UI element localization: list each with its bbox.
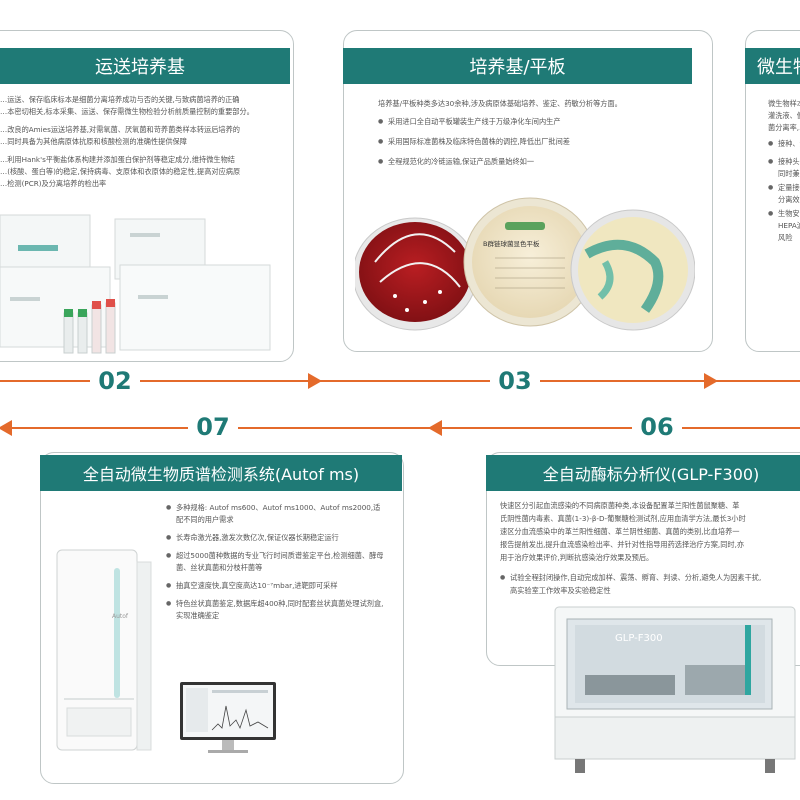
microbe-bullet: 定量接种…	[768, 182, 800, 194]
microbe-bullet: 生物安…	[768, 208, 800, 220]
microbe-title: 微生物	[745, 48, 800, 84]
autof-ms-device-brand: Autof	[112, 613, 129, 620]
transport-media-title: 运送培养基	[0, 48, 290, 84]
microbe-bullet: 接种、划…	[768, 138, 800, 150]
autof-ms-bullet: 特色丝状真菌鉴定,数据库超400种,同时配套丝状真菌处理试剂盒,实现准确鉴定	[166, 598, 384, 622]
flow-arrow-right-icon	[308, 373, 322, 389]
step-03: 03	[490, 363, 540, 399]
step-06: 06	[632, 409, 682, 445]
glp-f300-device-label: GLP-F300	[615, 633, 663, 644]
culture-media-bullet: 全程规范化的冷链运输,保证产品质量始终如一	[378, 156, 708, 168]
flow-arrow-left-icon	[428, 420, 442, 436]
transport-media-product-image	[0, 214, 271, 354]
glp-f300-text: 氏阴性菌内毒素、真菌(1-3)-β-D-葡聚糖检测试剂,应用血清学方法,最长3小…	[500, 514, 746, 523]
glp-f300-text: 快速区分引起血流感染的不同病原菌种类,本设备配置革兰阳性菌鼠聚糖、革	[500, 501, 740, 510]
glp-f300-text: 用于治疗效果评价,判断抗感染治疗效果及预后。	[500, 553, 654, 562]
culture-media-title: 培养基/平板	[343, 48, 692, 84]
autof-ms-bullet: 超过5000菌种数据的专业飞行时间质谱鉴定平台,检测细菌、酵母菌、丝状真菌和分枝…	[166, 550, 384, 574]
microbe-text: 分离效…	[778, 195, 800, 204]
autof-ms-title: 全自动微生物质谱检测系统(Autof ms)	[40, 455, 402, 491]
flow-arrow-right-icon	[704, 373, 718, 389]
microbe-text: 风险	[778, 233, 793, 242]
glp-f300-device-image: GLP-F300	[554, 606, 796, 773]
petri-dishes-image: B群链球菌显色平板	[355, 197, 695, 331]
autof-ms-monitor-image	[180, 682, 276, 753]
autof-ms-bullet: 长寿命激光器,激发次数亿次,保证仪器长期稳定运行	[166, 532, 384, 544]
glp-f300-bullet: 试验全程封闭操作,自动完成加样、震荡、孵育、判读、分析,避免人为因素干扰,	[500, 572, 800, 584]
autof-ms-device-image: Autof	[56, 549, 152, 751]
step-07: 07	[188, 409, 238, 445]
microbe-text: 微生物样本…	[768, 99, 800, 108]
microbe-text: 菌分离率,…	[768, 123, 800, 132]
microbe-text: HEPA滤…	[778, 221, 800, 230]
culture-media-bullet: 采用国际标准菌株及临床特色菌株的调控,降低出厂批间差	[378, 136, 708, 148]
culture-media-intro: 培养基/平板种类多达30余种,涉及病原体基础培养、鉴定、药敏分析等方面。	[378, 99, 622, 108]
glp-f300-text: 速区分血流感染中的革兰阳性细菌、革兰阴性细菌、真菌的类别,比血培养一	[500, 527, 740, 536]
flow-line-top	[0, 380, 800, 382]
glp-f300-text: 高实验室工作效率及实验稳定性	[510, 586, 611, 595]
microbe-text: 灌洗液、便…	[768, 111, 800, 120]
microbe-title-text: 微生物	[757, 57, 800, 78]
glp-f300-text: 报告提前发出,提升血流感染检出率、并针对性指导用药选择治疗方案,同时,亦	[500, 540, 745, 549]
plate-label-gbs: B群链球菌显色平板	[483, 239, 540, 248]
culture-media-bullet: 采用进口全自动平板罐装生产线于万级净化车间内生产	[378, 116, 708, 128]
flow-arrow-left-icon	[0, 420, 12, 436]
glp-f300-title: 全自动酶标分析仪(GLP-F300)	[486, 455, 800, 491]
microbe-text: 同时兼…	[778, 169, 800, 178]
autof-ms-bullet: 抽真空速度快,真空度高达10⁻⁷mbar,进靶即可采样	[166, 580, 384, 592]
microbe-bullet: 接种头固…	[768, 156, 800, 168]
step-02: 02	[90, 363, 140, 399]
flow-line-bottom	[0, 427, 800, 429]
autof-ms-bullet: 多种规格: Autof ms600、Autof ms1000、Autof ms2…	[166, 502, 384, 526]
